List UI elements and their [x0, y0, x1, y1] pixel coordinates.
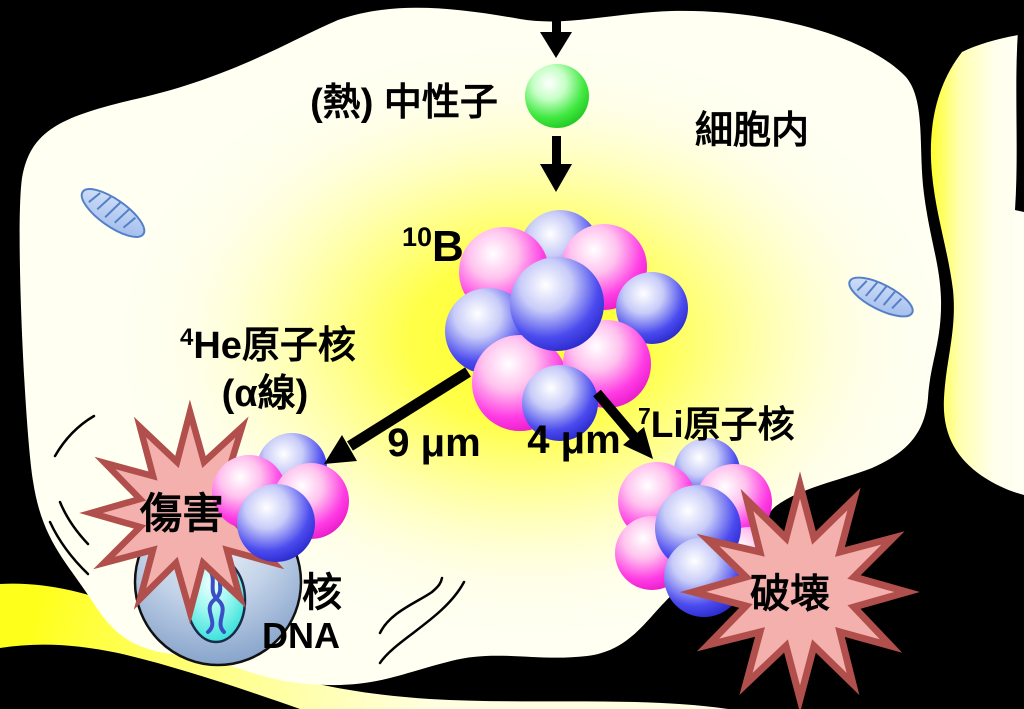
- boron-to-lithium-arrow: [593, 389, 653, 459]
- destruction-label: 破壊: [750, 572, 830, 616]
- neutron-sphere: [525, 64, 589, 128]
- cell-interior-label: 細胞内: [695, 110, 809, 152]
- neutron-label: (熱) 中性子: [310, 82, 498, 124]
- range-9um-label: 9 μm: [387, 421, 480, 465]
- boron-label: 10B: [402, 222, 464, 271]
- lithium-label: 7Li原子核: [638, 403, 795, 445]
- stress-lines-left: [48, 414, 96, 576]
- boron-to-helium-arrow: [324, 367, 471, 464]
- right-edge-shadow: [1015, 30, 1024, 212]
- mitochondrion-right: [848, 276, 914, 318]
- neutron-to-boron-arrow: [540, 136, 572, 192]
- neighbor-cell-top-right: [930, 34, 1024, 495]
- neutron-entry-arrow: [540, 2, 572, 58]
- destruction-starburst: [679, 471, 920, 709]
- helium-label: 4He原子核: [180, 324, 356, 367]
- boron-nucleus: [445, 210, 688, 441]
- range-4um-label: 4 μm: [527, 418, 620, 462]
- alpha-label: (α線): [222, 373, 309, 415]
- damage-label: 傷害: [139, 490, 224, 537]
- mitochondrion-left: [80, 188, 146, 238]
- dna-label: DNA: [262, 615, 340, 656]
- nucleus-label: 核: [302, 571, 342, 615]
- stress-lines-right: [378, 576, 466, 665]
- helium-nucleus: [212, 433, 349, 562]
